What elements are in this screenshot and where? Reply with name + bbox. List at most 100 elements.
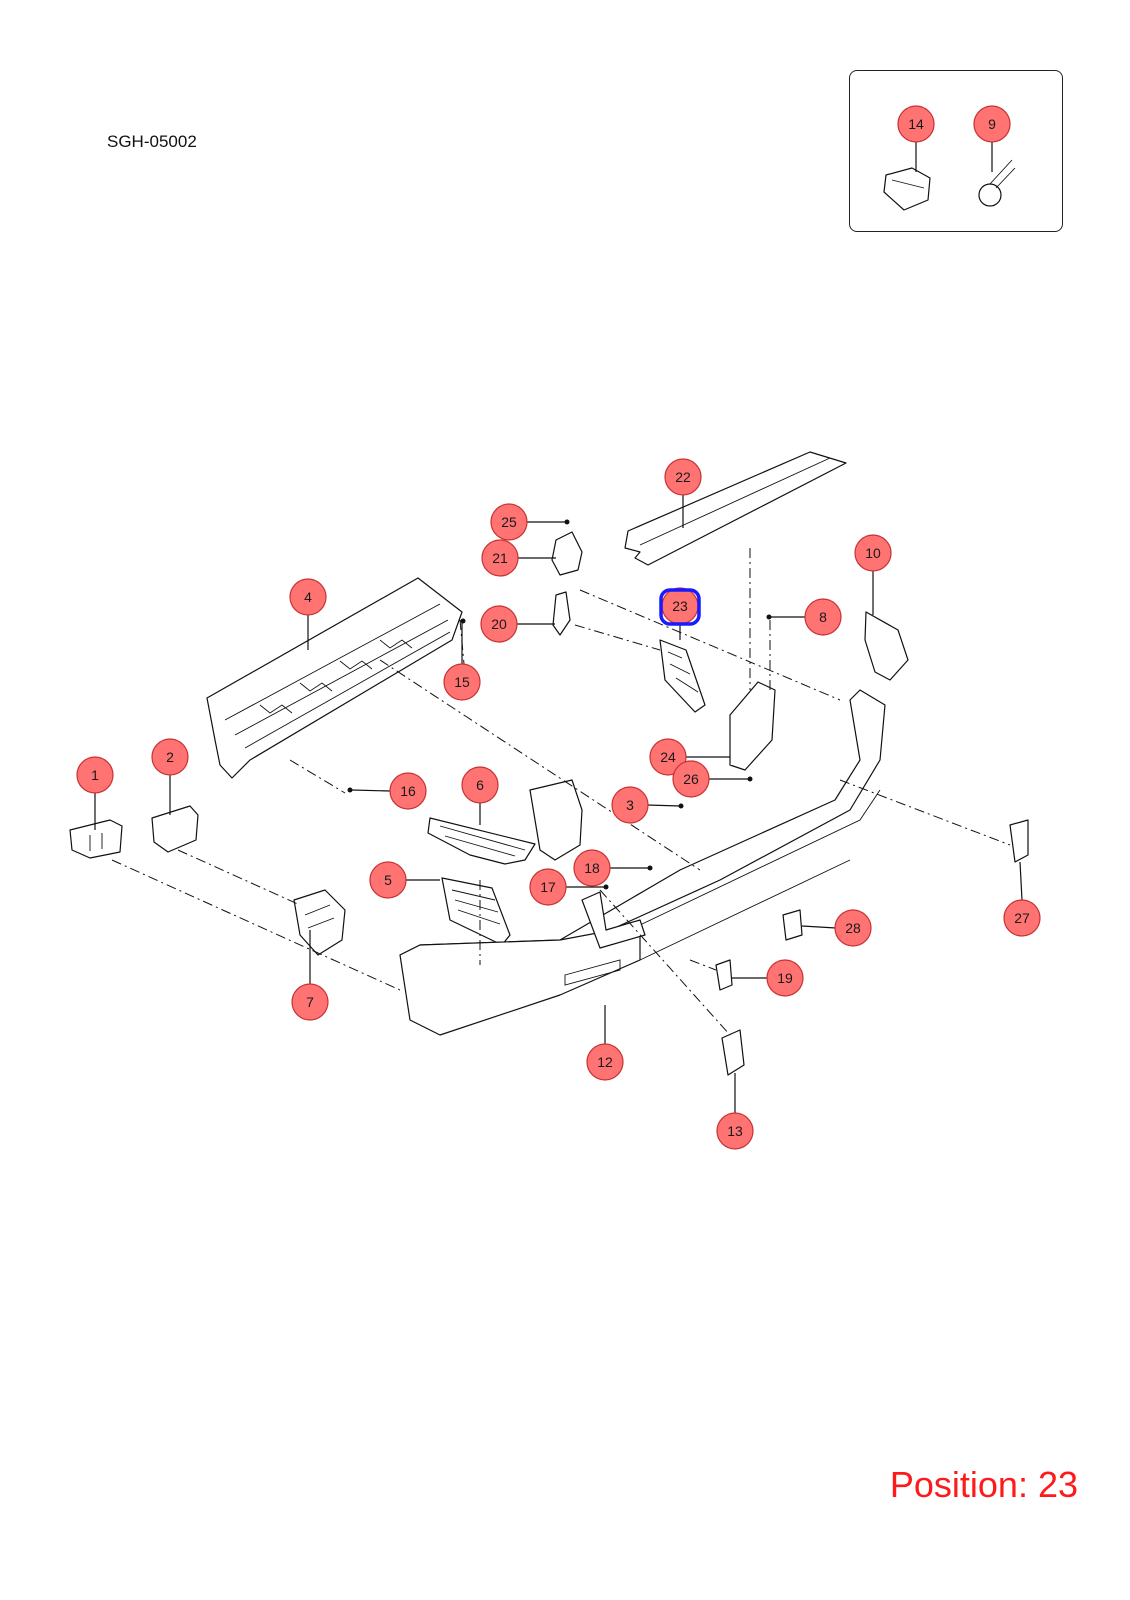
part-6-grille bbox=[427, 817, 536, 865]
callout-17[interactable]: 17 bbox=[529, 868, 567, 906]
callout-18[interactable]: 18 bbox=[573, 849, 611, 887]
part-19-cap bbox=[715, 959, 733, 991]
callout-bubble[interactable] bbox=[586, 1043, 624, 1081]
part-24-side-bracket bbox=[729, 681, 776, 771]
callout-bubble[interactable] bbox=[973, 105, 1011, 143]
callout-6[interactable]: 6 bbox=[461, 766, 499, 804]
callout-number: 22 bbox=[675, 469, 691, 485]
callout-19[interactable]: 19 bbox=[766, 959, 804, 997]
callout-bubble[interactable] bbox=[369, 861, 407, 899]
callout-number: 9 bbox=[988, 116, 996, 132]
callout-number: 15 bbox=[454, 674, 470, 690]
part-17-bracket bbox=[581, 891, 646, 949]
part-2-bracket bbox=[151, 805, 199, 853]
callout-bubble[interactable] bbox=[573, 849, 611, 887]
callout-25[interactable]: 25 bbox=[490, 503, 528, 541]
callout-bubble[interactable] bbox=[389, 772, 427, 810]
callout-bubble[interactable] bbox=[611, 786, 649, 824]
callout-number: 17 bbox=[540, 879, 556, 895]
callout-bubble[interactable] bbox=[480, 605, 518, 643]
part-14-clip bbox=[883, 167, 931, 211]
callout-bubble[interactable] bbox=[766, 959, 804, 997]
part-flap bbox=[529, 779, 583, 861]
callout-bubble[interactable] bbox=[804, 598, 842, 636]
callout-7[interactable]: 7 bbox=[291, 983, 329, 1021]
callout-1[interactable]: 1 bbox=[76, 756, 114, 794]
callout-bubble[interactable] bbox=[716, 1112, 754, 1150]
callout-bubble[interactable] bbox=[443, 663, 481, 701]
parts-drawing bbox=[69, 159, 1029, 1076]
callout-number: 26 bbox=[683, 771, 699, 787]
callout-3[interactable]: 3 bbox=[611, 786, 649, 824]
callout-22[interactable]: 22 bbox=[664, 458, 702, 496]
callout-number: 13 bbox=[727, 1123, 743, 1139]
callout-number: 4 bbox=[304, 589, 312, 605]
callout-5[interactable]: 5 bbox=[369, 861, 407, 899]
callout-26[interactable]: 26 bbox=[672, 760, 710, 798]
callout-number: 18 bbox=[584, 860, 600, 876]
callout-2[interactable]: 2 bbox=[151, 738, 189, 776]
callout-27[interactable]: 27 bbox=[1003, 899, 1041, 937]
diagram-code: SGH-05002 bbox=[107, 132, 197, 151]
part-20-bracket bbox=[552, 591, 571, 636]
part-1-bracket bbox=[69, 819, 123, 859]
callout-number: 7 bbox=[306, 994, 314, 1010]
callout-number: 19 bbox=[777, 970, 793, 986]
callout-bubble[interactable] bbox=[490, 503, 528, 541]
callout-number: 21 bbox=[492, 550, 508, 566]
highlight-ring-23 bbox=[659, 588, 701, 626]
callout-bubble[interactable] bbox=[76, 756, 114, 794]
part-9-screw bbox=[978, 183, 1002, 207]
callout-number: 23 bbox=[672, 598, 688, 614]
callout-23[interactable]: 23 bbox=[661, 587, 699, 625]
callout-number: 5 bbox=[384, 872, 392, 888]
fastener-inset-box bbox=[849, 70, 1063, 232]
callout-number: 14 bbox=[908, 116, 924, 132]
callout-bubble[interactable] bbox=[1003, 899, 1041, 937]
callout-14[interactable]: 14 bbox=[897, 105, 935, 143]
part-28-cap bbox=[782, 909, 803, 941]
part-4-absorber bbox=[206, 577, 463, 779]
callout-24[interactable]: 24 bbox=[649, 738, 687, 776]
part-12-bumper-cover bbox=[399, 689, 886, 963]
callout-8[interactable]: 8 bbox=[804, 598, 842, 636]
callout-bubble[interactable] bbox=[672, 760, 710, 798]
callout-number: 1 bbox=[91, 767, 99, 783]
callout-10[interactable]: 10 bbox=[854, 534, 892, 572]
callout-bubble[interactable] bbox=[481, 539, 519, 577]
callout-number: 3 bbox=[626, 797, 634, 813]
part-23-grille bbox=[659, 639, 706, 713]
callout-12[interactable]: 12 bbox=[586, 1043, 624, 1081]
callout-15[interactable]: 15 bbox=[443, 663, 481, 701]
callout-bubble[interactable] bbox=[854, 534, 892, 572]
callout-9[interactable]: 9 bbox=[973, 105, 1011, 143]
part-5-vent bbox=[441, 877, 511, 946]
callout-bubble[interactable] bbox=[289, 578, 327, 616]
part-27-cap bbox=[1009, 819, 1029, 863]
position-label: Position: 23 bbox=[889, 1464, 1078, 1505]
part-13-cap bbox=[721, 1029, 745, 1076]
callout-28[interactable]: 28 bbox=[834, 909, 872, 947]
callout-bubble[interactable] bbox=[529, 868, 567, 906]
callout-bubble[interactable] bbox=[664, 458, 702, 496]
callout-bubble[interactable] bbox=[834, 909, 872, 947]
callout-bubble[interactable] bbox=[151, 738, 189, 776]
callout-bubble[interactable] bbox=[291, 983, 329, 1021]
part-21-bracket bbox=[551, 531, 583, 576]
callout-number: 2 bbox=[166, 749, 174, 765]
callout-bubble[interactable] bbox=[897, 105, 935, 143]
part-7-corner-bracket bbox=[293, 889, 346, 956]
callout-21[interactable]: 21 bbox=[481, 539, 519, 577]
callout-bubble[interactable] bbox=[461, 766, 499, 804]
callout-4[interactable]: 4 bbox=[289, 578, 327, 616]
callout-16[interactable]: 16 bbox=[389, 772, 427, 810]
callout-number: 8 bbox=[819, 609, 827, 625]
callout-number: 6 bbox=[476, 777, 484, 793]
callout-number: 10 bbox=[865, 545, 881, 561]
callout-13[interactable]: 13 bbox=[716, 1112, 754, 1150]
callout-bubble[interactable] bbox=[649, 738, 687, 776]
callout-layer: 1234567891012131415161718192021222324252… bbox=[76, 105, 1041, 1150]
callout-number: 20 bbox=[491, 616, 507, 632]
callout-20[interactable]: 20 bbox=[480, 605, 518, 643]
